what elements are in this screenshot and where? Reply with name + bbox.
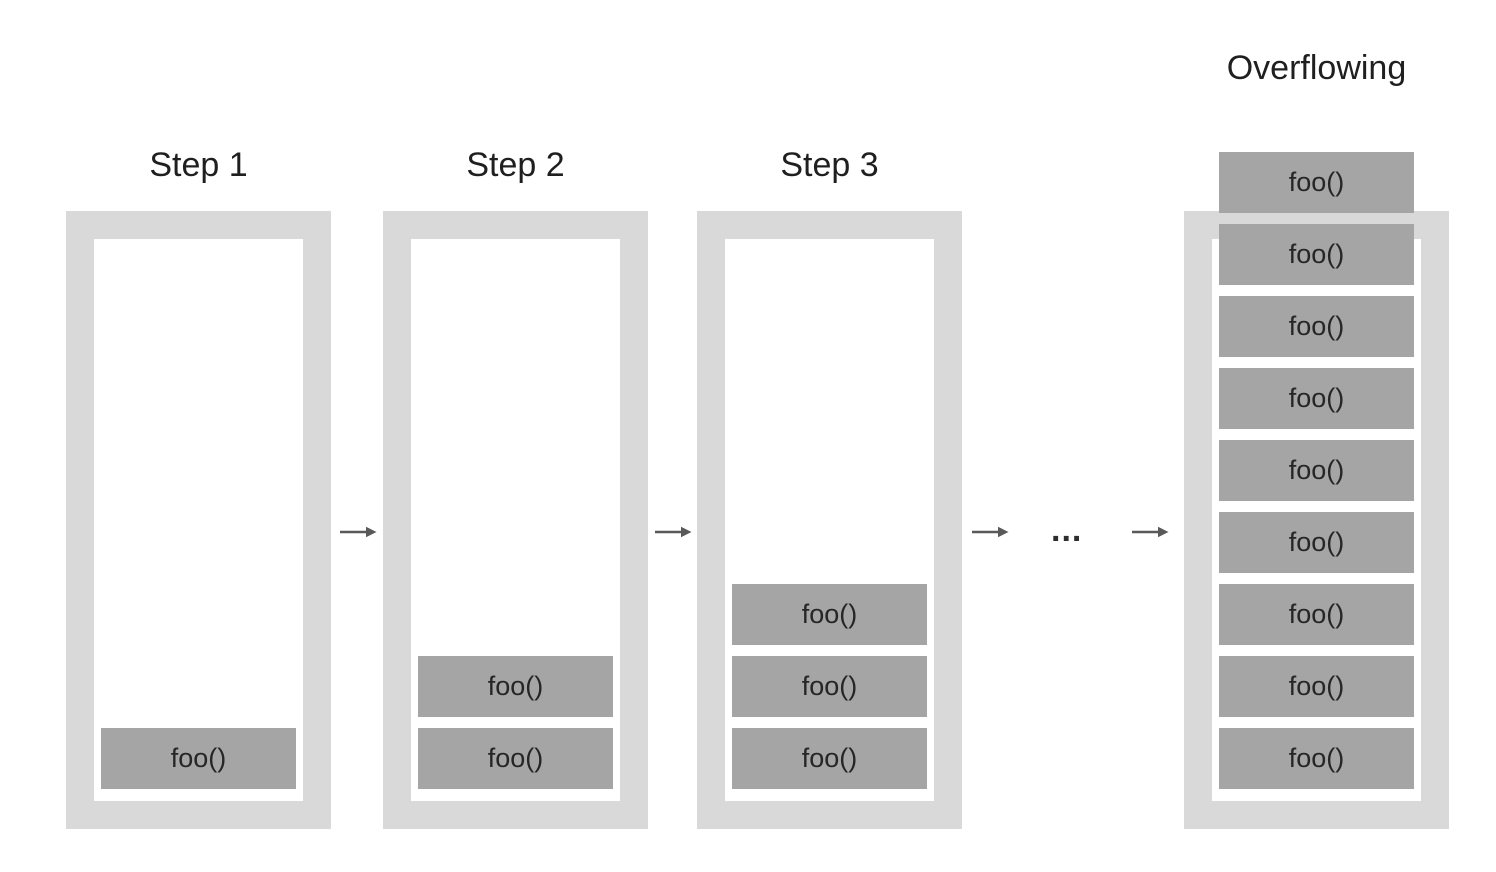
right-arrow-icon xyxy=(1132,526,1169,538)
stack-overflowing: foo() foo() foo() foo() foo() foo() foo(… xyxy=(1184,152,1449,829)
step-3-label: Step 3 xyxy=(780,146,879,184)
stack-frame: foo() xyxy=(1219,656,1414,717)
right-arrow-icon xyxy=(655,526,692,538)
stack-step-1: foo() xyxy=(66,211,331,829)
ellipsis: ... xyxy=(1051,511,1083,549)
stack-frame: foo() xyxy=(1219,368,1414,429)
stack-frame: foo() xyxy=(418,728,613,789)
stack-step-2-frames: foo() foo() xyxy=(418,656,613,789)
stack-step-3-frames: foo() foo() foo() xyxy=(732,584,927,789)
right-arrow-icon xyxy=(340,526,377,538)
stack-overflowing-frames: foo() foo() foo() foo() foo() foo() foo(… xyxy=(1219,152,1414,789)
stack-step-1-memory-area xyxy=(94,239,303,801)
stack-step-3: foo() foo() foo() xyxy=(697,211,962,829)
step-2-label: Step 2 xyxy=(466,146,565,184)
stack-frame: foo() xyxy=(1219,584,1414,645)
overflowing-label: Overflowing xyxy=(1226,49,1407,87)
right-arrow-icon xyxy=(972,526,1009,538)
stack-frame: foo() xyxy=(732,728,927,789)
stack-frame: foo() xyxy=(1219,296,1414,357)
stack-frame: foo() xyxy=(1219,512,1414,573)
step-1-label: Step 1 xyxy=(149,146,248,184)
stack-frame: foo() xyxy=(418,656,613,717)
stack-frame: foo() xyxy=(1219,728,1414,789)
stack-frame: foo() xyxy=(1219,224,1414,285)
stack-step-1-frames: foo() xyxy=(101,728,296,789)
stack-step-2: foo() foo() xyxy=(383,211,648,829)
stack-frame: foo() xyxy=(1219,440,1414,501)
stack-frame: foo() xyxy=(732,656,927,717)
stack-frame: foo() xyxy=(732,584,927,645)
stack-frame: foo() xyxy=(101,728,296,789)
stack-frame-overflow-top: foo() xyxy=(1219,152,1414,213)
